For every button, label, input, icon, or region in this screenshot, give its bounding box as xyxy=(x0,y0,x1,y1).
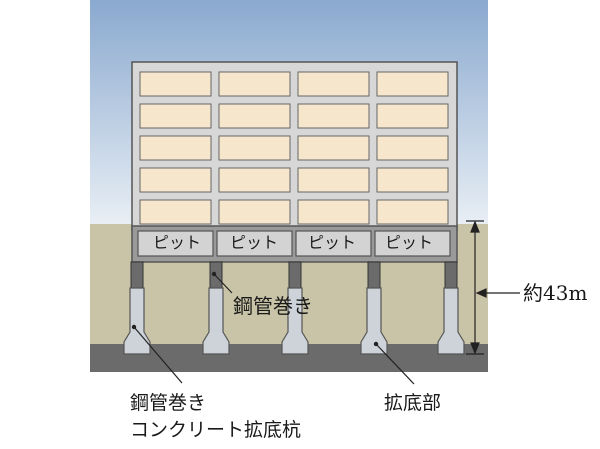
leader-lines xyxy=(133,273,415,385)
pile-label-line2: コンクリート拡底杭 xyxy=(130,419,302,441)
window xyxy=(297,199,370,225)
window xyxy=(376,199,449,225)
pit-box xyxy=(216,230,293,257)
pit-box xyxy=(374,230,451,257)
window xyxy=(218,199,291,225)
window xyxy=(218,167,291,193)
window xyxy=(218,103,291,129)
enlarged-base-label: 拡底部 xyxy=(384,392,442,414)
pile xyxy=(437,287,465,355)
window xyxy=(297,103,370,129)
window xyxy=(297,135,370,161)
building-windows xyxy=(139,71,449,225)
pile-group xyxy=(123,261,465,355)
window xyxy=(218,71,291,97)
depth-dimension xyxy=(466,220,520,355)
pile xyxy=(360,287,388,355)
window xyxy=(297,71,370,97)
window xyxy=(376,135,449,161)
depth-label: 約43m xyxy=(523,281,588,305)
steel-column xyxy=(288,261,302,289)
pit-box xyxy=(137,230,214,257)
window xyxy=(139,199,212,225)
pit-label-4: ピット xyxy=(384,233,433,252)
steel-column xyxy=(130,261,144,289)
steel-column xyxy=(444,261,458,289)
steel-column xyxy=(367,261,381,289)
steel-wrap-label: 鋼管巻き xyxy=(233,294,313,318)
window xyxy=(139,71,212,97)
pit-box xyxy=(295,230,372,257)
window xyxy=(376,103,449,129)
pile xyxy=(281,287,309,355)
window xyxy=(139,103,212,129)
window xyxy=(218,135,291,161)
window xyxy=(376,167,449,193)
steel-column xyxy=(209,261,223,289)
pit-row xyxy=(137,230,451,257)
pit-label-2: ピット xyxy=(229,233,278,252)
window xyxy=(297,167,370,193)
window xyxy=(139,135,212,161)
window xyxy=(139,167,212,193)
pit-label-1: ピット xyxy=(152,233,201,252)
window xyxy=(376,71,449,97)
leader-dots xyxy=(131,271,379,347)
pit-label-3: ピット xyxy=(307,233,356,252)
pile-label-line1: 鋼管巻き xyxy=(130,392,207,414)
pile xyxy=(202,287,230,355)
